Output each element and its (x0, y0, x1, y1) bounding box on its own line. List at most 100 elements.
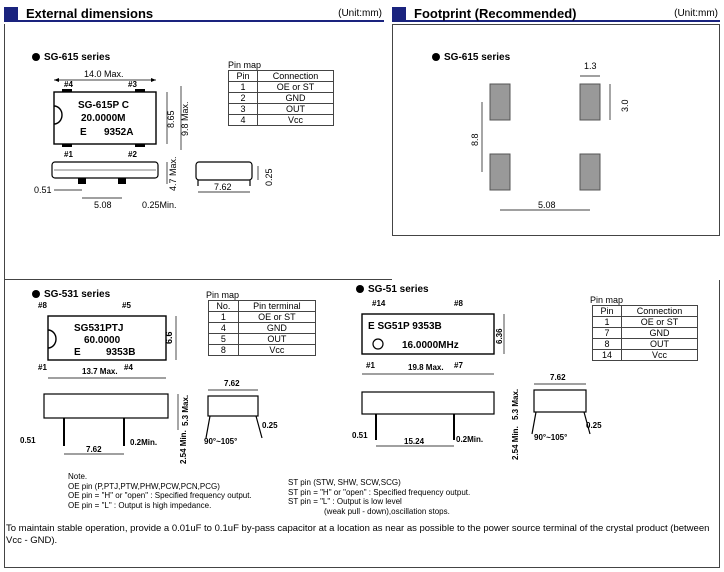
svg-text:#1: #1 (64, 150, 73, 159)
sg615-series-label: SG-615 series (32, 52, 110, 63)
sg615-end-view: 7.62 0.25 (195, 161, 274, 193)
sg531-end-view: 7.62 0.25 90°~105° (204, 379, 278, 446)
svg-text:60.0000: 60.0000 (84, 335, 121, 346)
col-header: Connection (620, 305, 699, 317)
sg51-series-label: SG-51 series (356, 284, 429, 295)
svg-text:0.51: 0.51 (20, 436, 36, 445)
svg-text:#7: #7 (454, 361, 463, 370)
col-header: Pin terminal (237, 300, 317, 312)
svg-text:7.62: 7.62 (214, 182, 232, 192)
footprint-series-label: SG-615 series (432, 52, 510, 63)
col-header: No. (208, 300, 239, 312)
svg-text:8.65: 8.65 (166, 110, 176, 128)
svg-text:0.25: 0.25 (586, 421, 602, 430)
col-header: Connection (256, 70, 335, 82)
svg-text:15.24: 15.24 (404, 437, 425, 446)
svg-text:3.0: 3.0 (620, 99, 630, 112)
svg-text:9353B: 9353B (106, 347, 135, 358)
note-right: ST pin (STW, SHW, SCW,SCG) ST pin = "H" … (288, 478, 471, 516)
svg-text:2.54 Min.: 2.54 Min. (511, 426, 520, 460)
sg51-end-view: 7.62 0.25 90°~105° (531, 373, 602, 442)
sg531-series-label: SG-531 series (32, 289, 110, 300)
svg-text:9352A: 9352A (104, 127, 133, 138)
svg-text:1.3: 1.3 (584, 61, 597, 71)
svg-text:#4: #4 (124, 363, 133, 372)
section-title: External dimensions (26, 6, 154, 21)
svg-text:0.25: 0.25 (262, 421, 278, 430)
col-header: Pin (592, 305, 622, 317)
bullet-icon (32, 53, 40, 61)
svg-text:2.54 Min.: 2.54 Min. (179, 430, 188, 464)
note-left: Note. OE pin (P,PTJ,PTW,PHW,PCW,PCN,PCG)… (68, 472, 252, 510)
svg-text:90°~105°: 90°~105° (204, 437, 237, 446)
svg-text:5.3 Max.: 5.3 Max. (181, 395, 190, 426)
footprint-header: Footprint (Recommended) (Unit:mm) (392, 6, 720, 22)
footprint-drawing: 1.3 3.0 8.8 5.08 (470, 61, 630, 211)
unit-label: (Unit:mm) (674, 8, 718, 19)
svg-text:0.2Min.: 0.2Min. (456, 435, 483, 444)
svg-text:#8: #8 (38, 301, 47, 310)
header-square-icon (392, 7, 406, 21)
svg-text:5.08: 5.08 (94, 200, 112, 210)
unit-label: (Unit:mm) (338, 8, 382, 19)
svg-text:0.2Min.: 0.2Min. (130, 438, 157, 447)
svg-text:#1: #1 (38, 363, 47, 372)
svg-text:5.08: 5.08 (538, 200, 556, 210)
svg-text:SG531PTJ: SG531PTJ (74, 323, 123, 334)
bullet-icon (32, 290, 40, 298)
svg-text:20.0000M: 20.0000M (81, 113, 125, 124)
svg-text:7.62: 7.62 (550, 373, 566, 382)
svg-text:7.62: 7.62 (224, 379, 240, 388)
bullet-icon (432, 53, 440, 61)
svg-text:0.25Min.: 0.25Min. (142, 200, 177, 210)
svg-text:7.62: 7.62 (86, 445, 102, 454)
bottom-frame (4, 280, 720, 568)
svg-text:0.25: 0.25 (264, 168, 274, 186)
footprint-frame (392, 24, 720, 236)
sg51-pinmap-caption: Pin map (590, 295, 624, 305)
svg-text:#8: #8 (454, 299, 463, 308)
svg-text:#4: #4 (64, 80, 73, 89)
svg-text:6.6: 6.6 (164, 331, 174, 344)
svg-text:6.36: 6.36 (495, 328, 504, 344)
col-header: Pin (228, 70, 258, 82)
bullet-icon (356, 285, 364, 293)
svg-text:#2: #2 (128, 150, 137, 159)
svg-text:0.51: 0.51 (34, 185, 52, 195)
header-square-icon (4, 7, 18, 21)
footer-text: To maintain stable operation, provide a … (6, 523, 710, 546)
section-title: Footprint (Recommended) (414, 6, 577, 21)
top-left-frame (4, 24, 392, 280)
svg-text:90°~105°: 90°~105° (534, 433, 567, 442)
dim-width: 14.0 Max. (84, 69, 124, 79)
external-dimensions-header: External dimensions (Unit:mm) (4, 6, 384, 22)
sg51-side-dims: 5.3 Max. 2.54 Min. (511, 389, 520, 460)
sg531-pinmap-caption: Pin map (206, 290, 240, 300)
svg-text:16.0000MHz: 16.0000MHz (402, 340, 459, 351)
svg-text:E SG51P 9353B: E SG51P 9353B (368, 321, 442, 332)
svg-text:4.7 Max.: 4.7 Max. (168, 156, 178, 191)
svg-text:19.8 Max.: 19.8 Max. (408, 363, 444, 372)
sg615-pinmap-caption: Pin map (228, 60, 262, 70)
svg-text:0.51: 0.51 (352, 431, 368, 440)
sg615-drawing: 14.0 Max. #4 #3 #1 #2 SG-615P C 20.0000M… (34, 69, 190, 210)
svg-text:13.7 Max.: 13.7 Max. (82, 367, 118, 376)
svg-text:E: E (74, 347, 81, 358)
svg-text:#14: #14 (372, 299, 386, 308)
svg-text:5.3 Max.: 5.3 Max. (511, 389, 520, 420)
